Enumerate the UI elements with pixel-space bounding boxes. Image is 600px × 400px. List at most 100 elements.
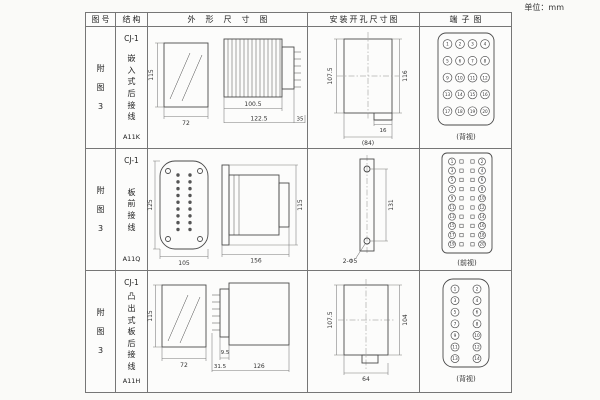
front-view: 115 72 <box>147 284 206 369</box>
terminal-number: 11 <box>449 204 455 209</box>
terminal-circle <box>479 72 490 82</box>
terminal-screw-square <box>458 223 463 228</box>
dim-label-tab: 16 <box>379 128 386 134</box>
terminal-number: 3 <box>450 168 453 173</box>
terminal-circle <box>477 175 486 184</box>
structure-cell-row3: CJ-1 凸出式板后接线 A11H <box>116 271 148 393</box>
terminal-circle <box>442 89 452 99</box>
front-view: 115 72 <box>148 42 208 127</box>
terminal-circle <box>447 212 456 221</box>
terminal-body <box>437 32 494 125</box>
terminal-circle <box>450 330 459 340</box>
dim-label-total: 122.5 <box>250 115 267 122</box>
structure-code: A11H <box>122 377 141 385</box>
terminal-number: 8 <box>480 186 483 191</box>
col-header-fig: 图号 <box>86 13 116 27</box>
terminal-number: 7 <box>453 321 456 327</box>
structure-model: CJ-1 <box>124 278 139 287</box>
terminal-screw-square <box>458 177 463 182</box>
row-figure-label: 附图3 <box>96 63 105 112</box>
terminal-number: 16 <box>482 92 488 97</box>
terminal-circle <box>467 72 477 82</box>
terminal-number: 4 <box>480 168 483 173</box>
install-cell-row3: 107.5 104 64 <box>308 271 420 393</box>
dim-label-height: 115 <box>148 69 155 81</box>
terminal-circle <box>450 307 459 317</box>
terminal-number: 18 <box>479 232 485 237</box>
terminal-number: 5 <box>446 58 449 63</box>
structure-code: A11K <box>123 133 140 141</box>
terminal-number: 10 <box>474 332 480 338</box>
terminal-circle <box>477 212 486 221</box>
terminal-number: 18 <box>457 108 463 113</box>
dim-label-side-height: 115 <box>297 199 304 211</box>
terminal-screw-square <box>458 214 463 219</box>
terminal-circle <box>450 342 459 351</box>
dim-label-height: 115 <box>147 310 154 322</box>
terminal-circle <box>477 203 486 211</box>
terminal-screw-square <box>469 214 474 219</box>
terminal-number: 1 <box>453 286 456 292</box>
terminal-circle <box>447 230 456 239</box>
dim-label-width: 72 <box>182 120 190 127</box>
outline-cell-row3: 115 72 9.5 31.5 126 <box>147 271 308 393</box>
structure-model: CJ-1 <box>124 34 139 43</box>
terminal-number: 11 <box>469 75 475 80</box>
terminal-circle <box>442 55 452 66</box>
dim-label-width: 105 <box>178 260 190 267</box>
terminal-number: 3 <box>453 298 456 304</box>
terminal-circle <box>472 318 481 328</box>
terminal-number: 9 <box>446 75 449 80</box>
dim-label-hole-size: 2-Φ5 <box>342 258 357 265</box>
terminal-screw-square <box>469 241 474 246</box>
terminal-circle <box>442 105 452 116</box>
terminal-number: 14 <box>474 356 480 362</box>
dim-label-cutout-left: 107.5 <box>327 311 334 328</box>
terminal-number: 9 <box>450 195 453 200</box>
structure-cell-row2: CJ-1 板前接线 A11Q <box>116 149 148 271</box>
terminal-circle <box>472 307 481 317</box>
dim-label-plug: 35 <box>296 116 303 122</box>
terminal-number: 12 <box>474 344 480 350</box>
row-figure-label: 附图3 <box>96 307 105 356</box>
terminal-number: 2 <box>475 286 478 292</box>
terminal-number: 1 <box>450 158 453 163</box>
col-header-structure: 结构 <box>116 13 148 27</box>
terminal-circle <box>477 230 486 239</box>
col-header-install-label: 安装开孔尺寸图 <box>329 15 400 24</box>
terminal-number: 10 <box>479 195 485 200</box>
terminal-circle <box>472 295 481 305</box>
terminal-number: 14 <box>479 214 485 219</box>
terminal-circle <box>477 157 486 165</box>
terminal-body <box>441 152 492 253</box>
terminal-circle <box>479 38 490 49</box>
terminal-number: 2 <box>480 158 483 163</box>
terminal-number: 13 <box>452 356 458 362</box>
terminal-number: 5 <box>453 309 456 315</box>
terminal-circle <box>442 72 452 82</box>
terminal-circle <box>477 166 486 175</box>
terminal-circle <box>479 55 490 66</box>
terminal-number: 13 <box>444 92 450 97</box>
terminal-screw-square <box>469 168 474 173</box>
terminal-number: 19 <box>469 108 475 113</box>
view-label: (背视) <box>456 374 476 383</box>
terminal-circle <box>472 353 481 363</box>
terminal-circle <box>477 184 486 193</box>
terminal-number: 6 <box>480 177 483 182</box>
terminal-circle <box>472 342 481 351</box>
terminal-circle <box>442 38 452 49</box>
terminal-screw-square <box>469 195 474 200</box>
terminal-number: 16 <box>479 223 485 228</box>
view-label: (前视) <box>457 258 477 267</box>
terminal-circle <box>447 203 456 211</box>
outline-drawing-svg: 125 105 156 115 <box>147 160 304 267</box>
terminal-circle <box>479 105 490 116</box>
structure-type: 凸出式板后接线 <box>127 292 136 371</box>
